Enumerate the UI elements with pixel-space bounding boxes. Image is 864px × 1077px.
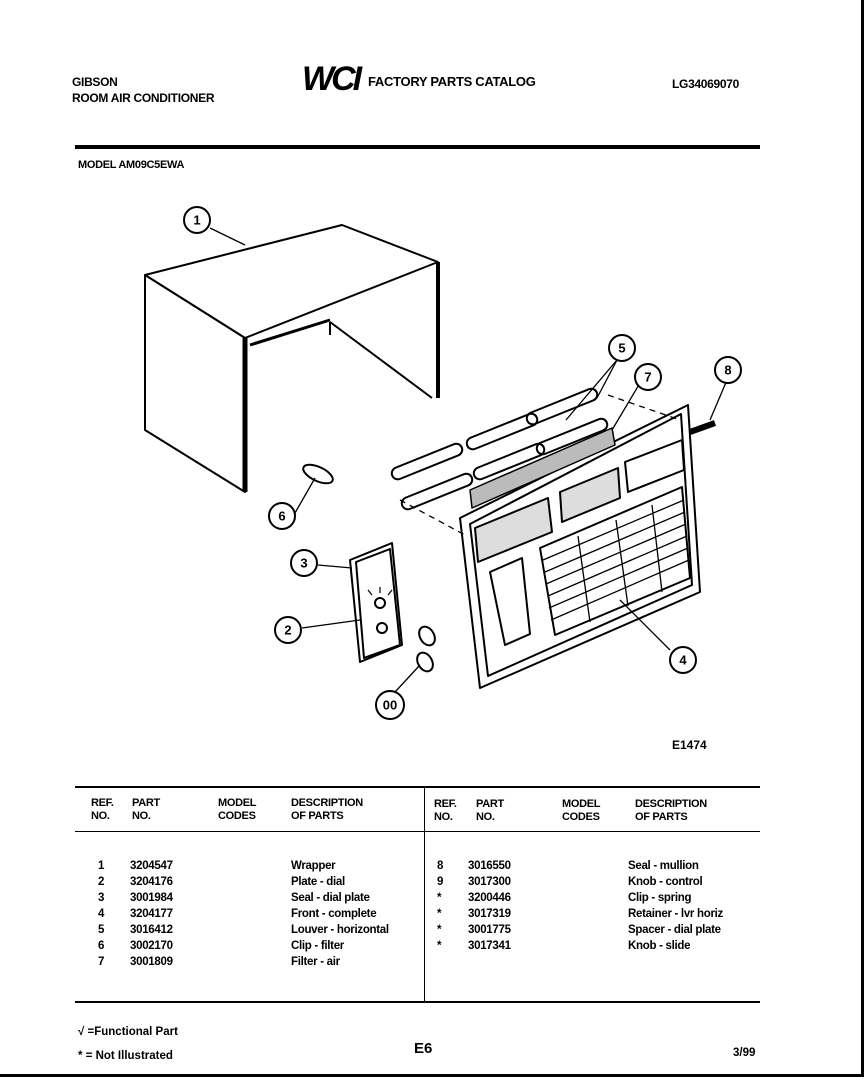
callout-circle-4 <box>669 646 697 674</box>
parts-cell-ref: 8 <box>437 860 444 872</box>
louvers-part <box>390 387 609 511</box>
parts-cell-ref: * <box>437 924 442 936</box>
parts-cell-ref: 5 <box>98 924 105 936</box>
revision-date: 3/99 <box>733 1047 756 1059</box>
col-header-ref: REF.NO. <box>91 797 114 822</box>
parts-cell-ref: * <box>437 892 442 904</box>
parts-cell-part: 3002170 <box>130 940 173 952</box>
legend-functional-part: √ =Functional Part <box>78 1026 178 1038</box>
parts-cell-desc: Knob - control <box>628 876 703 888</box>
callout-circle-5 <box>608 334 636 362</box>
parts-cell-part: 3001984 <box>130 892 173 904</box>
callout-label: 8 <box>724 363 731 378</box>
parts-cell-ref: 3 <box>98 892 105 904</box>
callout-label: 5 <box>618 341 625 356</box>
parts-cell-part: 3017341 <box>468 940 511 952</box>
parts-cell-desc: Clip - spring <box>628 892 692 904</box>
parts-cell-ref: 2 <box>98 876 105 888</box>
col-header-ref: REF.NO. <box>434 798 457 823</box>
product-name: ROOM AIR CONDITIONER <box>72 91 215 105</box>
callout-circle-8 <box>714 356 742 384</box>
parts-cell-part: 3016412 <box>130 924 173 936</box>
page-number: E6 <box>414 1040 433 1057</box>
table-column-divider <box>424 786 425 1002</box>
parts-cell-part: 3200446 <box>468 892 511 904</box>
table-top-rule <box>75 786 760 788</box>
callout-circle-1 <box>183 206 211 234</box>
callout-label: 3 <box>300 556 307 571</box>
parts-cell-ref: 1 <box>98 860 105 872</box>
parts-cell-part: 3204176 <box>130 876 173 888</box>
parts-cell-ref: 6 <box>98 940 105 952</box>
parts-cell-ref: * <box>437 908 442 920</box>
parts-cell-ref: 7 <box>98 956 105 968</box>
wci-logo: WCI <box>302 60 362 98</box>
callout-label: 6 <box>278 509 285 524</box>
callout-label: 2 <box>284 623 291 638</box>
callout-circle-3 <box>290 549 318 577</box>
parts-cell-desc: Clip - filter <box>291 940 344 952</box>
table-bottom-rule <box>75 1001 760 1003</box>
wrapper-part <box>144 224 440 493</box>
parts-cell-desc: Spacer - dial plate <box>628 924 721 936</box>
catalog-number: LG34069070 <box>672 77 740 91</box>
header-rule <box>75 145 760 149</box>
parts-cell-desc: Louver - horizontal <box>291 924 389 936</box>
callout-circle-2 <box>274 616 302 644</box>
mullion-seal-part <box>688 420 717 435</box>
dial-plate-part <box>349 542 403 663</box>
parts-cell-ref: 9 <box>437 876 444 888</box>
callout-label: 7 <box>644 370 651 385</box>
callout-circle-6 <box>268 502 296 530</box>
parts-cell-ref: 4 <box>98 908 105 920</box>
exploded-parts-diagram: 1 6 3 2 00 5 7 8 4 <box>144 206 742 720</box>
parts-cell-part: 3017319 <box>468 908 511 920</box>
parts-cell-part: 3016550 <box>468 860 511 872</box>
parts-cell-part: 3001809 <box>130 956 173 968</box>
filter-part <box>469 427 616 509</box>
parts-cell-desc: Knob - slide <box>628 940 691 952</box>
parts-cell-desc: Retainer - lvr horiz <box>628 908 723 920</box>
figure-id: E1474 <box>672 738 707 752</box>
callout-circle-7 <box>634 363 662 391</box>
callout-label: 4 <box>679 653 687 668</box>
parts-cell-part: 3017300 <box>468 876 511 888</box>
callout-circle-00 <box>375 690 405 720</box>
filter-clip-part <box>302 463 334 485</box>
parts-cell-desc: Filter - air <box>291 956 340 968</box>
legend-not-illustrated: * = Not Illustrated <box>78 1050 173 1062</box>
parts-cell-ref: * <box>437 940 442 952</box>
table-header-rule <box>75 831 760 832</box>
parts-cell-desc: Wrapper <box>291 860 336 872</box>
front-complete-part <box>459 404 701 689</box>
parts-cell-desc: Plate - dial <box>291 876 345 888</box>
catalog-title: FACTORY PARTS CATALOG <box>368 74 536 89</box>
parts-cell-desc: Seal - dial plate <box>291 892 370 904</box>
parts-cell-part: 3204177 <box>130 908 173 920</box>
callout-label: 1 <box>193 213 200 228</box>
brand-name: GIBSON <box>72 75 118 89</box>
knobs-part <box>416 625 436 673</box>
parts-cell-desc: Seal - mullion <box>628 860 699 872</box>
parts-cell-desc: Front - complete <box>291 908 377 920</box>
callout-label: 00 <box>383 698 397 713</box>
parts-cell-part: 3001775 <box>468 924 511 936</box>
model-line: MODEL AM09C5EWA <box>78 159 185 171</box>
parts-cell-part: 3204547 <box>130 860 173 872</box>
